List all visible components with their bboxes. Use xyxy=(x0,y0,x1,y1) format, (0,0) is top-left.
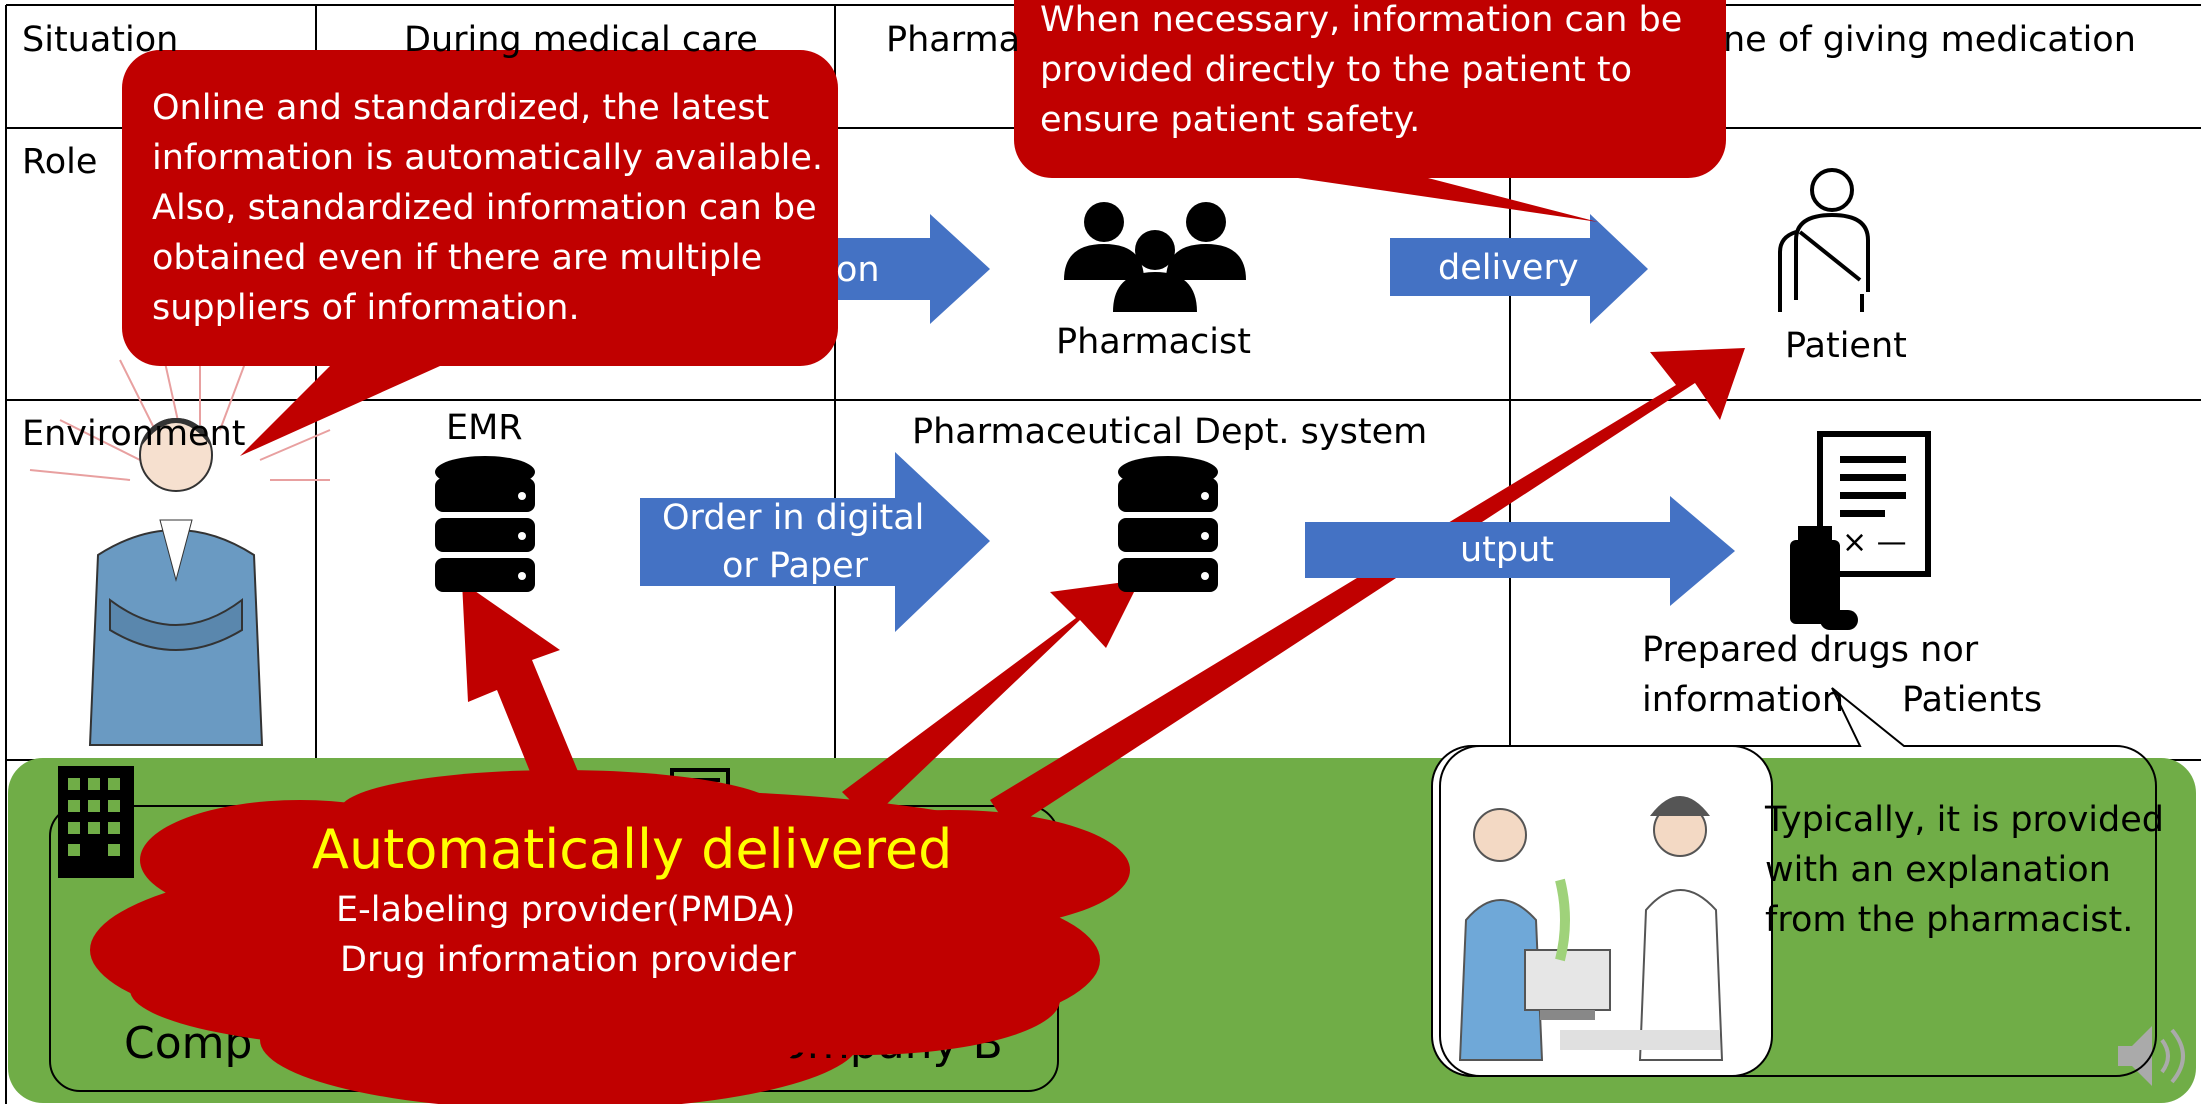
cloud-line1: E-labeling provider(PMDA) xyxy=(336,890,796,930)
arrow-order-role xyxy=(835,214,990,324)
emr-database-icon xyxy=(435,456,535,592)
pharmacist-explaining-illustration xyxy=(1431,745,1773,1077)
arrow-delivery-label: delivery xyxy=(1438,248,1579,288)
row-header-situation: Situation xyxy=(22,20,179,60)
arrow-delivery xyxy=(1390,214,1648,324)
cloud-title: Automatically delivered xyxy=(312,818,953,881)
situation-pharma: Pharma xyxy=(886,20,1021,60)
svg-text:× —: × — xyxy=(1842,525,1907,560)
pharmacist-group-icon xyxy=(1064,202,1246,312)
callout-bottom-right-border xyxy=(1439,687,2157,1077)
pharm-system-label: Pharmaceutical Dept. system xyxy=(912,412,1428,452)
pharmacist-label: Pharmacist xyxy=(1056,322,1251,362)
prescription-drugs-icon: × — xyxy=(1790,431,1931,630)
arrow-output xyxy=(1305,496,1735,606)
prepared-line2b: Patients xyxy=(1902,680,2043,720)
cloud-line2: Drug information provider xyxy=(340,940,796,980)
arrow-output-label: utput xyxy=(1460,530,1555,570)
arrow-order-digital xyxy=(640,452,990,632)
callout-bottom-right-text: Typically, it is provided with an explan… xyxy=(1765,800,2164,940)
callout-top-left xyxy=(122,50,838,456)
building-icon xyxy=(58,766,134,878)
row-header-environment: Environment xyxy=(22,414,246,454)
callout-top-right xyxy=(1014,0,1726,222)
patient-icon xyxy=(1778,168,1870,312)
callout-top-left-text: Online and standardized, the latest info… xyxy=(152,88,824,328)
row-header-role: Role xyxy=(22,142,98,182)
prepared-line1: Prepared drugs nor xyxy=(1642,630,1979,670)
emr-label: EMR xyxy=(446,408,523,448)
speaker-icon xyxy=(2118,1026,2185,1086)
arrow-role-left-label: on xyxy=(836,250,880,290)
pharm-system-database-icon xyxy=(1118,456,1218,592)
arrow-order-line2: or Paper xyxy=(722,546,869,586)
arrow-order-line1: Order in digital xyxy=(662,498,925,538)
situation-giving-medication: ne of giving medication xyxy=(1723,20,2136,60)
patient-label: Patient xyxy=(1785,326,1907,366)
prepared-line2: information xyxy=(1642,680,1845,720)
callout-top-right-text: When necessary, information can be provi… xyxy=(1040,0,1683,140)
situation-during-care: During medical care xyxy=(404,20,758,60)
